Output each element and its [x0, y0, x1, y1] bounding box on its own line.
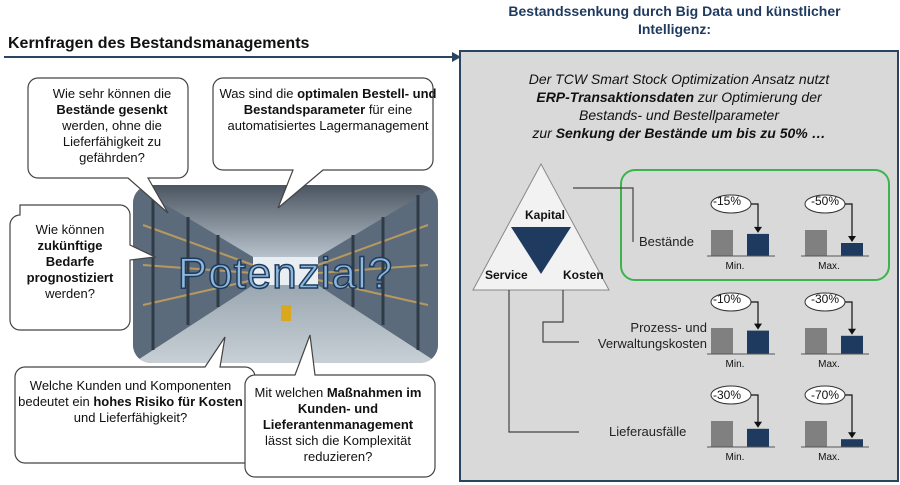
- panel-diagram: [472, 162, 890, 448]
- right-title: Bestandssenkung durch Big Data und künst…: [452, 2, 897, 38]
- triangle-label-kosten: Kosten: [563, 268, 604, 282]
- bar-after-max-1: [841, 243, 863, 256]
- intro-line-4-pre: zur: [532, 125, 556, 141]
- pct-bestaende-max: -50%: [811, 194, 840, 208]
- optimization-panel: Der TCW Smart Stock Optimization Ansatz …: [459, 50, 899, 482]
- pct-liefer-min: -30%: [713, 388, 742, 402]
- intro-line-2-rest: zur Optimierung der: [694, 89, 822, 105]
- pct-prozess-max: -30%: [811, 292, 840, 306]
- row-label-prozesskosten: Prozess- und Verwaltungskosten: [597, 320, 707, 351]
- bubble-5-text: Mit welchen: [254, 385, 324, 400]
- highlight-box: [620, 169, 890, 281]
- bar-before-min-3: [711, 421, 733, 447]
- max-label-2: Max.: [818, 359, 840, 370]
- question-bubble-bestaende: Wie sehr können die Bestände gesenkt wer…: [32, 86, 192, 166]
- question-bubble-massnahmen: Mit welchen Maßnahmen im Kunden- und Lie…: [248, 385, 428, 465]
- bubble-3-bold: zukünftige Bedarfe prognostiziert: [26, 238, 114, 285]
- intro-line-4: zur Senkung der Bestände um bis zu 50% …: [461, 124, 897, 142]
- bar-after-max-3: [841, 439, 863, 447]
- pct-arrowhead-max-1: [848, 236, 856, 242]
- pct-arrow-min-2: [751, 301, 759, 326]
- bar-after-min-2: [747, 330, 769, 354]
- pct-arrow-max-3: [845, 394, 853, 435]
- pct-arrowhead-min-1: [754, 226, 762, 233]
- right-title-line-1: Bestandssenkung durch Big Data und künst…: [508, 3, 841, 19]
- intro-bold-senkung: Senkung der Bestände um bis zu 50% …: [555, 125, 826, 141]
- row-label-lieferausfaelle: Lieferausfälle: [609, 424, 687, 439]
- bar-before-min-2: [711, 328, 733, 354]
- bubble-4-text: Welche Kunden und Komponenten bedeutet e…: [18, 378, 232, 409]
- left-title: Kernfragen des Bestandsmanagements: [8, 35, 310, 52]
- max-label-1: Max.: [818, 261, 840, 272]
- triangle-label-service: Service: [485, 268, 528, 282]
- bubble-4-text-end: und Lieferfähigkeit?: [73, 410, 188, 425]
- pct-arrow-min-1: [751, 203, 759, 229]
- triangle-label-kapital: Kapital: [525, 208, 566, 222]
- max-label-3: Max.: [818, 452, 840, 463]
- question-bubble-risiko: Welche Kunden und Komponenten bedeutet e…: [18, 378, 243, 426]
- min-label-2: Min.: [725, 359, 745, 370]
- bubble-2-bold: optimalen Bestell- und Bestandsparameter: [243, 86, 437, 117]
- bubble-2-text-end: für eine automatisiertes Lagermanagement: [227, 102, 429, 133]
- pct-arrowhead-min-2: [754, 323, 762, 330]
- intro-bold-erp: ERP-Transaktionsdaten: [536, 89, 695, 105]
- row-label-bestaende: Bestände: [639, 234, 694, 249]
- pct-arrow-min-3: [751, 394, 759, 424]
- bubble-1-text-end: werden, ohne die Lieferfähigkeit zu gefä…: [62, 118, 162, 165]
- warehouse-image: Potenzial?: [133, 185, 438, 363]
- panel-intro: Der TCW Smart Stock Optimization Ansatz …: [461, 70, 897, 142]
- bubble-5-bold: Maßnahmen im Kunden- und Lieferantenmana…: [262, 385, 422, 432]
- pct-liefer-max: -70%: [811, 388, 840, 402]
- bar-after-min-1: [747, 233, 769, 256]
- intro-line-1: Der TCW Smart Stock Optimization Ansatz …: [528, 71, 830, 87]
- bar-after-min-3: [747, 428, 769, 447]
- bar-before-max-2: [805, 328, 827, 354]
- pct-arrow-max-2: [845, 301, 853, 331]
- right-title-line-2: Intelligenz:: [637, 21, 712, 37]
- triangle-inner: [511, 227, 571, 274]
- intro-line-2: ERP-Transaktionsdaten zur Optimierung de…: [461, 88, 897, 106]
- connector-lines: [508, 187, 634, 433]
- bubble-1-text: Wie sehr können die: [52, 86, 172, 101]
- pct-arrowhead-max-2: [848, 328, 856, 335]
- potenzial-text: Potenzial?: [177, 248, 394, 299]
- bubble-3-text: Wie können: [35, 222, 105, 237]
- bubble-5-text-end: lässt sich die Komplexität reduzieren?: [265, 433, 411, 464]
- pct-arrow-max-1: [845, 203, 853, 238]
- question-bubble-parameter: Was sind die optimalen Bestell- und Best…: [218, 86, 438, 134]
- pct-prozess-min: -10%: [713, 292, 742, 306]
- pct-arrowhead-max-3: [848, 432, 856, 439]
- min-label-3: Min.: [725, 452, 745, 463]
- bubble-2-text: Was sind die: [219, 86, 294, 101]
- bar-before-max-1: [805, 230, 827, 256]
- bar-before-max-3: [805, 421, 827, 447]
- intro-line-3: Bestands- und Bestellparameter: [579, 107, 779, 123]
- question-bubble-prognose: Wie können zukünftige Bedarfe prognostiz…: [12, 222, 128, 302]
- bubble-3-text-end: werden?: [45, 286, 95, 301]
- pct-arrowhead-min-3: [754, 421, 762, 428]
- bar-charts: [707, 194, 869, 448]
- bubble-1-bold: Bestände gesenkt: [56, 102, 168, 117]
- bar-after-max-2: [841, 335, 863, 354]
- bar-before-min-1: [711, 230, 733, 256]
- bubble-4-bold: hohes Risiko für Kosten: [93, 394, 243, 409]
- min-label-1: Min.: [725, 261, 745, 272]
- pct-bestaende-min: -15%: [713, 194, 742, 208]
